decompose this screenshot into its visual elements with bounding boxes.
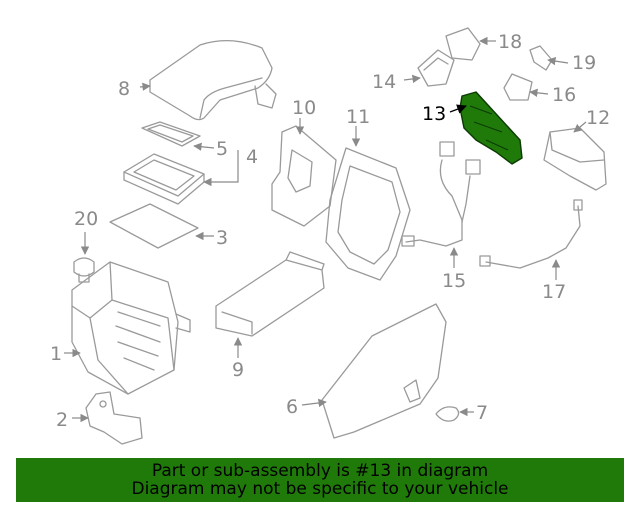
- part-4-tray: [123, 153, 205, 205]
- callout-16: 16: [552, 84, 576, 106]
- callout-8: 8: [118, 78, 130, 100]
- info-banner: Part or sub-assembly is #13 in diagram D…: [16, 458, 624, 502]
- banner-line-2: Diagram may not be specific to your vehi…: [131, 479, 509, 499]
- callout-20: 20: [74, 208, 98, 230]
- part-2-bracket: [85, 391, 143, 445]
- part-10-side-panel: [271, 125, 337, 227]
- part-6-lower-panel: [321, 303, 447, 439]
- part-9-duct: [215, 251, 325, 337]
- part-18-switch: [445, 27, 481, 61]
- callout-19: 19: [572, 52, 596, 74]
- part-8-armrest-lid: [149, 40, 277, 121]
- callout-18: 18: [498, 31, 522, 53]
- callout-7: 7: [476, 402, 488, 424]
- callout-3: 3: [216, 227, 228, 249]
- part-20-clip: [73, 257, 95, 283]
- callout-12: 12: [586, 107, 610, 129]
- part-7-plug: [435, 406, 460, 422]
- parts-diagram: 1 2 3 4 5 6 7 8 9 10 11 12 13 14 15 16 1…: [50, 27, 610, 445]
- part-19-clip: [529, 45, 553, 71]
- callout-9: 9: [232, 359, 244, 381]
- callout-15: 15: [442, 270, 466, 292]
- callout-10: 10: [292, 97, 316, 119]
- callout-13: 13: [422, 103, 446, 125]
- callout-6: 6: [286, 396, 298, 418]
- banner-line-1: Part or sub-assembly is #13 in diagram: [151, 461, 489, 481]
- callout-14: 14: [372, 71, 396, 93]
- leader-lines: [64, 36, 587, 423]
- part-12-cover: [543, 127, 607, 191]
- callout-4: 4: [246, 146, 258, 168]
- part-17-harness: [479, 199, 583, 269]
- part-1-console-box: [71, 261, 191, 395]
- part-3-mat: [109, 203, 199, 249]
- part-11-side-panel: [325, 147, 411, 281]
- part-15-harness: [401, 141, 481, 247]
- part-13-switch-panel: [459, 91, 523, 165]
- part-16-switch: [503, 73, 533, 101]
- callout-5: 5: [216, 138, 228, 160]
- callout-17: 17: [542, 281, 566, 303]
- part-14-switch: [417, 49, 455, 87]
- callout-2: 2: [56, 409, 68, 431]
- callout-11: 11: [346, 106, 370, 128]
- part-5-pad: [141, 121, 201, 147]
- callout-1: 1: [50, 343, 62, 365]
